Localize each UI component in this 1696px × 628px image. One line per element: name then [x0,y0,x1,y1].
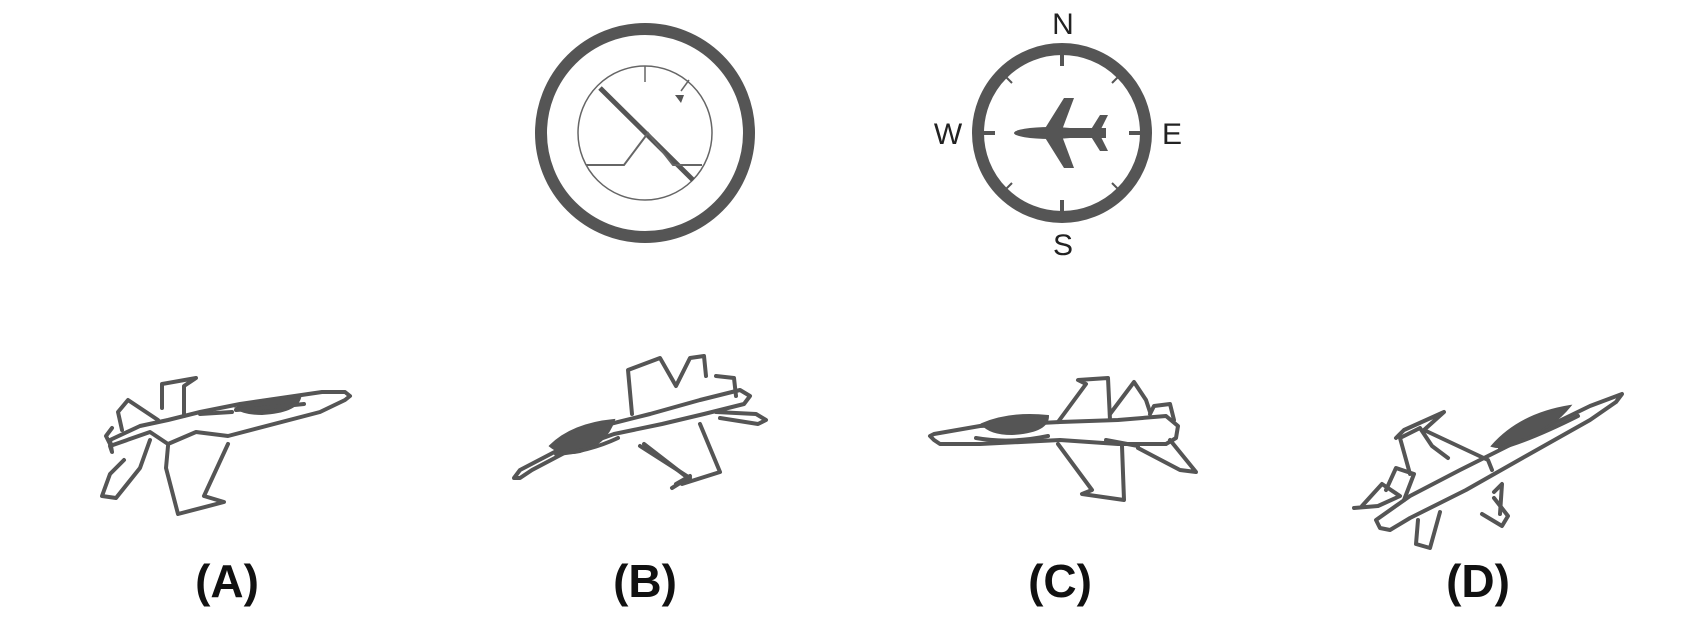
option-b-label: (B) [613,555,677,607]
aircraft-option-b-drawing [512,354,768,490]
heading-indicator-icon: N S W E [934,8,1182,262]
compass-south-label: S [1053,229,1073,262]
compass-west-label: W [934,118,963,151]
aircraft-option-a-drawing [100,376,352,516]
option-c-label: (C) [1028,555,1092,607]
aircraft-option-d-drawing [1352,392,1624,550]
compass-north-label: N [1052,8,1074,41]
option-a-label: (A) [195,555,259,607]
aircraft-option-c-drawing [928,376,1198,502]
compass-east-label: E [1162,118,1182,151]
option-d-label: (D) [1446,555,1510,607]
attitude-indicator-icon [535,23,755,243]
aircraft-icon [1014,98,1108,168]
